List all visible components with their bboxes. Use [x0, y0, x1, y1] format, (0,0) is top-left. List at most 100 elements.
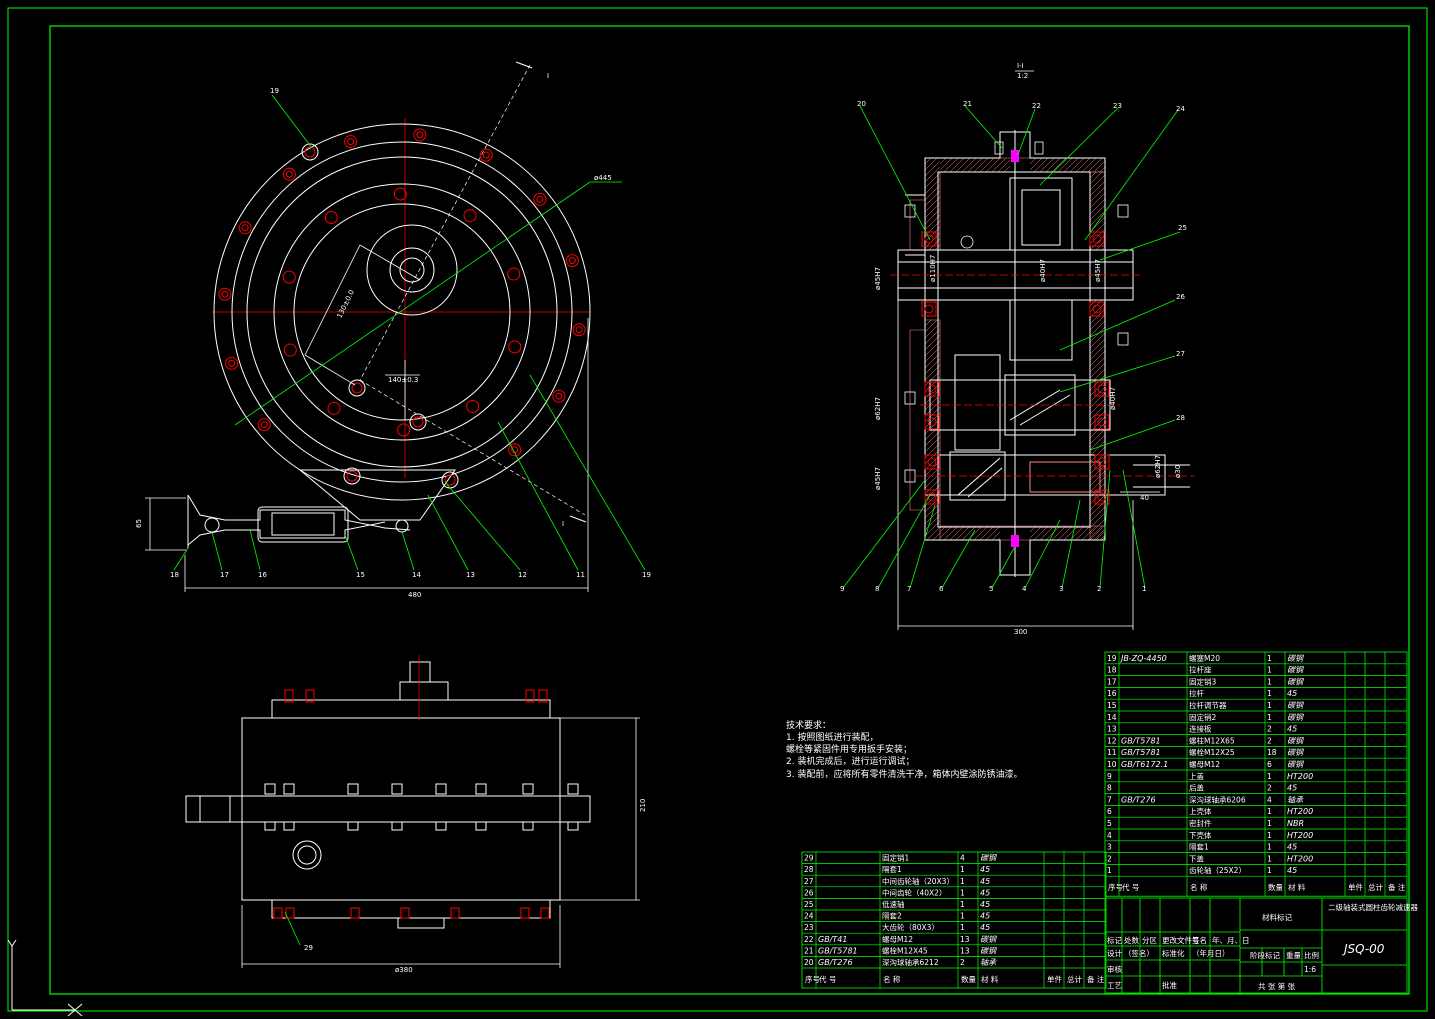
front-axis [359, 64, 586, 516]
bom-cell-qty: 1 [1267, 654, 1272, 663]
tb-zone: 分区 [1142, 936, 1158, 945]
bom-cell-name: 连接板 [1189, 724, 1212, 734]
top-bolt [567, 783, 579, 795]
fit-label: ø62H7 [1154, 455, 1162, 478]
section-bolts [904, 141, 1129, 483]
bom-cell-mat: NBR [1287, 819, 1304, 828]
bottom-stud [450, 907, 460, 919]
body-bolt [327, 401, 341, 415]
dim-shaft: 40 [1140, 494, 1149, 502]
front-part-label: 15 [356, 571, 365, 579]
section-top-label: 20 [857, 100, 866, 108]
bom-cell-no: 27 [804, 877, 814, 886]
bom-cell-qty: 4 [960, 854, 965, 863]
bom-header-mat: 材 料 [1288, 882, 1306, 892]
top-bolt [283, 783, 295, 795]
body-bolt [463, 209, 477, 223]
tb-title: 二级轴装式圆柱齿轮减速器 [1328, 902, 1418, 912]
section-mark-bottom: I [562, 520, 564, 528]
front-part-label: 16 [258, 571, 267, 579]
torque-arm [187, 494, 411, 548]
bom-cell-mat: 碳钢 [1287, 654, 1304, 663]
bom-cell-no: 28 [804, 865, 814, 874]
bom-cell-qty: 2 [1267, 736, 1272, 745]
bom-cell-qty: 4 [1267, 795, 1272, 804]
flange-bolt [479, 148, 493, 162]
fit-label: ø45H7 [874, 467, 882, 490]
section-right-label: 27 [1176, 350, 1185, 358]
bearing [1089, 231, 1105, 247]
bom-cell-qty: 1 [1267, 843, 1272, 852]
flange-bolt [218, 287, 232, 301]
bom-cell-no: 16 [1107, 689, 1117, 698]
bom-cell-code: JB-ZQ-4450 [1119, 654, 1167, 663]
bom-cell-name: 螺柱M12X65 [1189, 735, 1235, 745]
bom-cell-no: 29 [804, 854, 814, 863]
bom-cell-mat: 轴承 [1287, 795, 1304, 804]
top-bolt [391, 783, 403, 795]
bom-cell-no: 11 [1107, 748, 1117, 757]
flange-bolt [257, 418, 271, 432]
bom-cell-mat: 轴承 [980, 958, 997, 967]
bom-cell-name: 隔套2 [882, 911, 902, 921]
tech-line-1: 1. 按照图纸进行装配， [786, 731, 878, 743]
bom-header-total: 总计 [1368, 882, 1384, 892]
bom-cell-no: 25 [804, 900, 814, 909]
tb-sign: 签名 [1192, 935, 1207, 945]
dim-width: 480 [408, 591, 421, 599]
bom-cell-name: 低速轴 [882, 899, 905, 909]
bom-cell-qty: 2 [1267, 725, 1272, 734]
section-scale: 1:2 [1017, 72, 1028, 80]
dim-center: 130±0.0 [336, 289, 356, 320]
bom-cell-name: 固定销1 [882, 853, 909, 863]
bottom-stud [520, 907, 530, 919]
bom-cell-qty: 2 [960, 958, 965, 967]
bearing [1094, 454, 1110, 470]
body-bolt [324, 211, 338, 225]
bom-cell-no: 10 [1107, 760, 1117, 769]
bom-header-name: 名 称 [1190, 882, 1208, 892]
tb-stage: 阶段标记 [1250, 950, 1280, 960]
bom-cell-qty: 13 [960, 946, 970, 955]
bom-cell-mat: HT200 [1287, 831, 1313, 840]
section-bottom-label: 1 [1142, 585, 1146, 593]
bom-header-code: 代 号 [1122, 882, 1139, 892]
tb-mark: 标记 [1107, 935, 1123, 945]
bom-cell-qty: 1 [1267, 854, 1272, 863]
bom-cell-code: GB/T276 [818, 958, 853, 967]
bearing [1089, 301, 1105, 317]
bom-cell-code: GB/T41 [818, 935, 847, 944]
bom-cell-no: 6 [1107, 807, 1112, 816]
front-part-label: 19 [642, 571, 651, 579]
flange-bolt [572, 323, 586, 337]
fit-label: ø62H7 [874, 397, 882, 420]
flange-bolt [533, 192, 547, 206]
shaft-bore-inner [346, 470, 358, 482]
bom-cell-qty: 1 [1267, 772, 1272, 781]
tb-ratio: 比例 [1304, 950, 1319, 960]
section-title: I-I [1017, 62, 1024, 70]
body-bolt [466, 399, 480, 413]
bom-cell-mat: HT200 [1287, 854, 1313, 863]
intermediate-shaft [929, 354, 1111, 451]
bom-header-single: 单件 [1047, 974, 1063, 984]
top-bolt [347, 783, 359, 795]
section-view: I-I 1:2 [840, 62, 1195, 636]
fit-label: ø110H7 [929, 255, 937, 282]
tb-sign-a: （签名） [1124, 948, 1154, 958]
bom-cell-no: 21 [804, 946, 814, 955]
fit-label: ø30 [1174, 465, 1182, 478]
bom-cell-mat: 碳钢 [1287, 713, 1304, 722]
tb-scale: 1:6 [1304, 965, 1316, 974]
flange-bolt [552, 389, 566, 403]
bom-cell-no: 15 [1107, 701, 1117, 710]
section-bottom-label: 5 [989, 585, 993, 593]
top-bolt [264, 783, 276, 795]
bom-cell-code: GB/T6172.1 [1121, 760, 1168, 769]
flange-bolt [238, 221, 252, 235]
fit-label: ø45H7 [1094, 259, 1102, 282]
flange-bolt [565, 254, 579, 268]
bom-cell-mat: 45 [980, 877, 990, 886]
